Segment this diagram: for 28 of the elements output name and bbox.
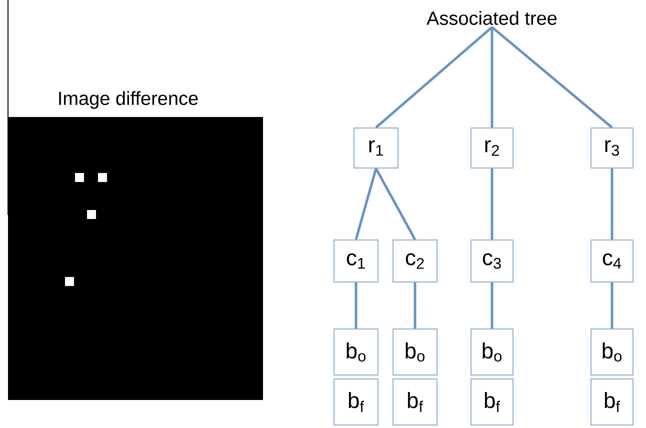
tree-edge xyxy=(610,168,614,240)
tree-edge xyxy=(610,282,614,328)
tree-node-box: b$_{f}$ xyxy=(334,378,378,426)
panel-title: Image difference xyxy=(59,91,198,109)
tree-node-box: b$_{o}$ xyxy=(470,328,514,376)
tree-node-box: c$_{1}$ xyxy=(334,240,378,282)
tree-edge xyxy=(491,26,613,128)
tree-node-box: b$_{f}$ xyxy=(590,378,634,426)
tree-node-box: r$_{2}$ xyxy=(470,128,514,168)
tree-node-box: c$_{3}$ xyxy=(470,240,514,282)
tree-node-box: c$_{4}$ xyxy=(590,240,634,282)
tree-node-box: b$_{f}$ xyxy=(392,378,438,426)
tree-node-box: b$_{f}$ xyxy=(470,378,514,426)
tree-node-box: r$_{1}$ xyxy=(354,128,398,168)
tree-edge xyxy=(490,27,494,128)
tree-edge xyxy=(354,168,378,240)
tree-edge xyxy=(354,282,358,328)
tree-node-box: c$_{2}$ xyxy=(392,240,438,282)
tree-edge xyxy=(375,26,493,128)
tree-node-box: b$_{o}$ xyxy=(392,328,438,376)
tree-node-box: r$_{3}$ xyxy=(590,128,634,168)
tree-edge xyxy=(490,282,494,328)
tree-edge xyxy=(374,168,416,240)
tree-edge xyxy=(490,168,494,240)
tree-title: Associated tree xyxy=(426,11,557,25)
tree-node-box: b$_{o}$ xyxy=(334,328,378,376)
tree-node-box: b$_{o}$ xyxy=(590,328,634,376)
tree-edge xyxy=(414,282,416,328)
